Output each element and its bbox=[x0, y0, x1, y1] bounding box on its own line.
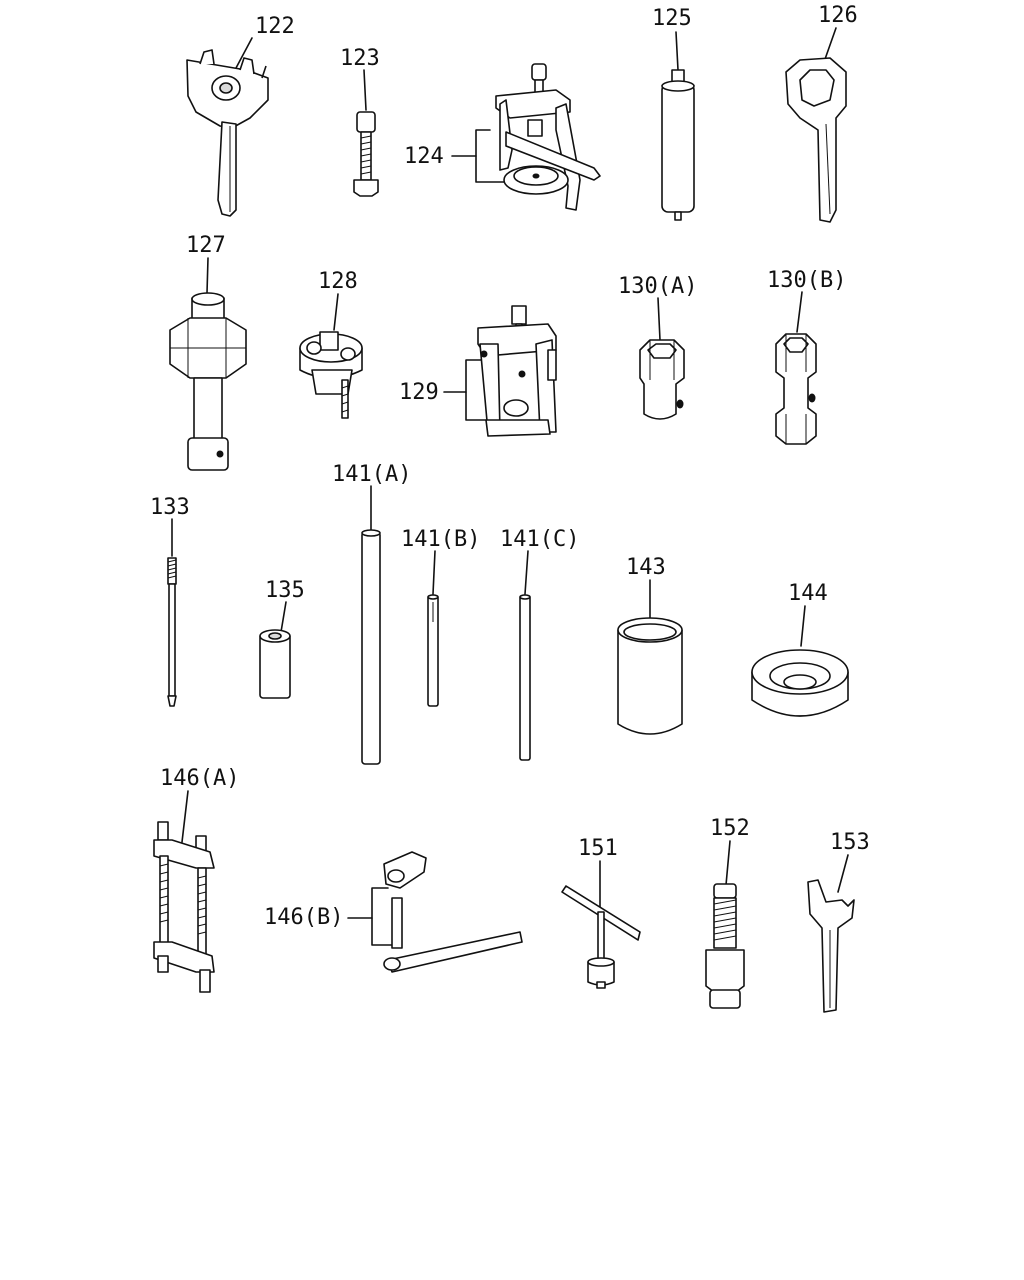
part-129-clamp-puller bbox=[477, 305, 557, 437]
label-151: 151 bbox=[578, 836, 618, 861]
label-127: 127 bbox=[186, 233, 226, 258]
label-141b: 141(B) bbox=[401, 527, 481, 552]
label-130b: 130(B) bbox=[767, 268, 847, 293]
label-125: 125 bbox=[652, 6, 692, 31]
part-130a-socket bbox=[639, 339, 685, 420]
label-141c: 141(C) bbox=[500, 527, 580, 552]
leader-lines bbox=[171, 27, 849, 946]
label-146b: 146(B) bbox=[264, 905, 344, 930]
part-151-t-handle bbox=[561, 885, 641, 989]
part-127-installer bbox=[169, 292, 247, 471]
label-144: 144 bbox=[788, 581, 828, 606]
label-141a: 141(A) bbox=[332, 462, 412, 487]
label-123: 123 bbox=[340, 46, 380, 71]
label-129: 129 bbox=[399, 380, 439, 405]
part-123-bolt bbox=[353, 111, 379, 197]
label-124: 124 bbox=[404, 144, 444, 169]
label-143: 143 bbox=[626, 555, 666, 580]
part-144-ring bbox=[751, 649, 849, 717]
part-125-cylinder bbox=[661, 69, 695, 221]
label-152: 152 bbox=[710, 816, 750, 841]
part-130b-double-socket bbox=[775, 333, 817, 445]
part-124-bearing-puller bbox=[495, 63, 601, 211]
part-143-sleeve bbox=[617, 617, 683, 735]
label-122: 122 bbox=[255, 14, 295, 39]
part-122-puller bbox=[186, 49, 269, 217]
part-126-wrench bbox=[785, 57, 847, 223]
part-133-stud bbox=[167, 557, 177, 707]
label-128: 128 bbox=[318, 269, 358, 294]
part-141a-rod bbox=[361, 529, 381, 765]
label-126: 126 bbox=[818, 3, 858, 28]
part-135-bushing bbox=[259, 629, 291, 699]
part-128-puller-head bbox=[299, 331, 363, 419]
label-133: 133 bbox=[150, 495, 190, 520]
part-141b-pin bbox=[427, 594, 439, 707]
part-152-adapter bbox=[705, 883, 745, 1009]
label-146a: 146(A) bbox=[160, 766, 240, 791]
part-141c-rod bbox=[519, 594, 531, 761]
label-153: 153 bbox=[830, 830, 870, 855]
part-146b-lever bbox=[383, 851, 523, 973]
part-146a-puller bbox=[153, 821, 215, 993]
label-135: 135 bbox=[265, 578, 305, 603]
part-153-open-wrench bbox=[807, 879, 855, 1013]
label-130a: 130(A) bbox=[618, 274, 698, 299]
